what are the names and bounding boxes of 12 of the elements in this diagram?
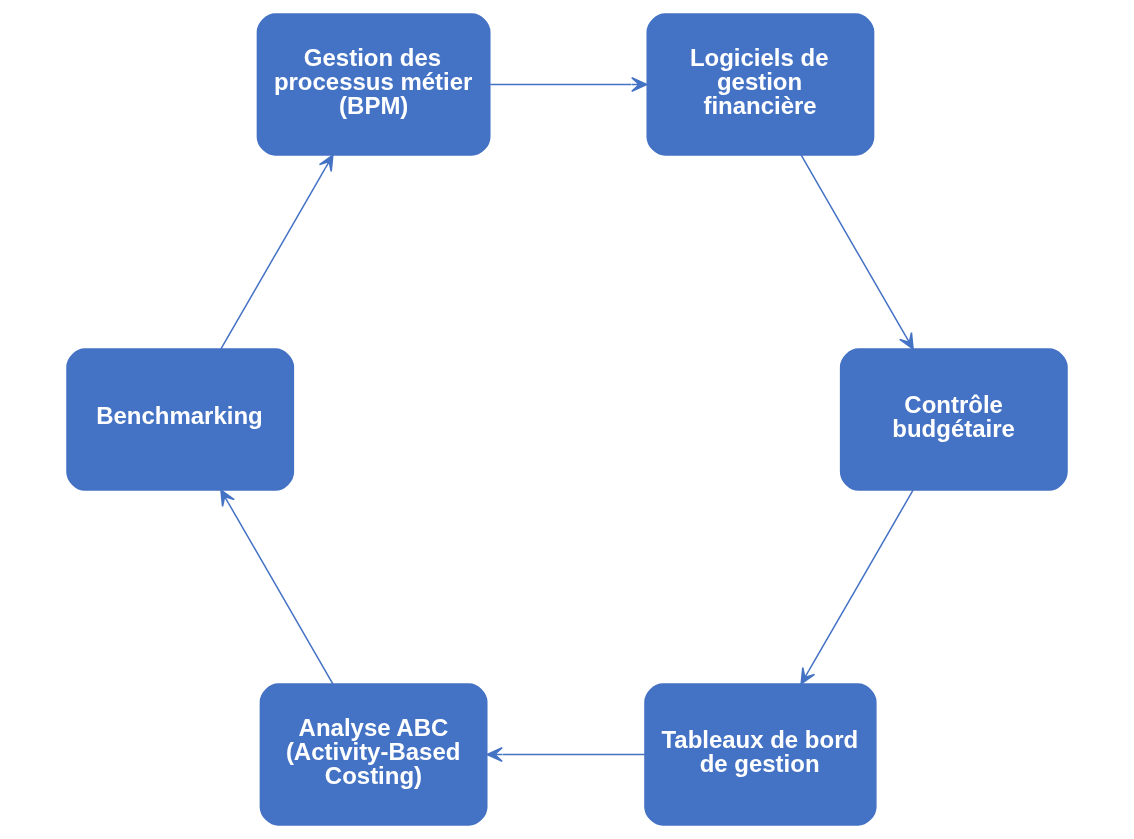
node-box: Gestion des processus métier (BPM) xyxy=(256,13,491,156)
arrow xyxy=(486,747,646,762)
arrow xyxy=(220,489,334,685)
node-box: Logiciels de gestion financière xyxy=(646,13,875,156)
arrow xyxy=(800,489,914,685)
arrow xyxy=(220,154,334,350)
node-box: Contrôle budgétaire xyxy=(839,348,1068,491)
arrow xyxy=(800,154,914,350)
arrow xyxy=(489,77,648,92)
node-box: Analyse ABC (Activity-Based Costing) xyxy=(259,683,488,826)
node-box: Benchmarking xyxy=(66,348,295,491)
node-box: Tableaux de bord de gestion xyxy=(644,683,877,826)
